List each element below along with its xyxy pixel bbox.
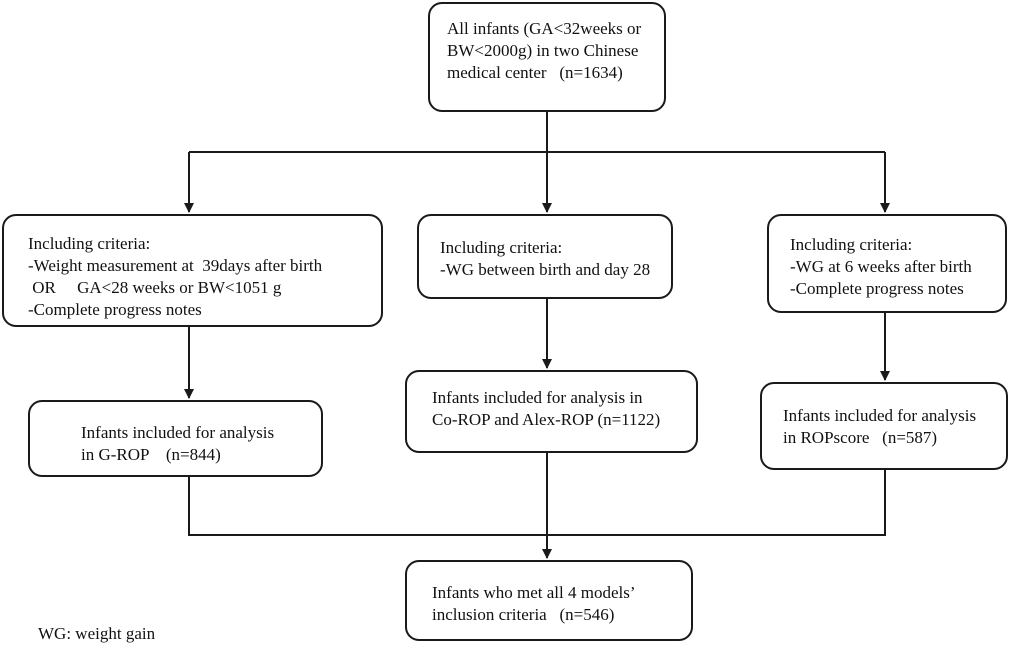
result-left-line: in G-ROP (n=844): [81, 445, 221, 464]
criteria-left-line: Including criteria:: [28, 234, 151, 253]
criteria-middle-line: -WG between birth and day 28: [440, 260, 651, 279]
criteria-left-line: OR GA<28 weeks or BW<1051 g: [28, 278, 282, 297]
top-box-line: BW<2000g) in two Chinese: [447, 41, 639, 60]
result-middle-line: Co-ROP and Alex-ROP (n=1122): [432, 410, 661, 429]
merge-line: [188, 470, 886, 536]
criteria-middle-box: Including criteria: -WG between birth an…: [417, 214, 673, 299]
top-box: All infants (GA<32weeks or BW<2000g) in …: [428, 2, 666, 112]
result-right-line: in ROPscore (n=587): [783, 428, 938, 447]
criteria-left-line: -Complete progress notes: [28, 300, 202, 319]
final-box: Infants who met all 4 models’ inclusion …: [405, 560, 693, 641]
footnote: WG: weight gain: [38, 624, 156, 643]
result-left-line: Infants included for analysis: [81, 423, 275, 442]
result-left-box: Infants included for analysis in G-ROP (…: [28, 400, 323, 477]
top-box-line: All infants (GA<32weeks or: [447, 19, 642, 38]
result-middle-box: Infants included for analysis in Co-ROP …: [405, 370, 698, 453]
final-line: inclusion criteria (n=546): [432, 605, 615, 624]
final-line: Infants who met all 4 models’: [432, 583, 636, 602]
top-box-line: medical center (n=1634): [447, 63, 623, 82]
criteria-right-box: Including criteria: -WG at 6 weeks after…: [767, 214, 1007, 313]
criteria-left-box: Including criteria: -Weight measurement …: [2, 214, 383, 327]
result-right-box: Infants included for analysis in ROPscor…: [760, 382, 1008, 470]
criteria-right-line: Including criteria:: [790, 235, 913, 254]
result-right-line: Infants included for analysis: [783, 406, 977, 425]
criteria-left-line: -Weight measurement at 39days after birt…: [28, 256, 323, 275]
result-middle-line: Infants included for analysis in: [432, 388, 643, 407]
criteria-middle-line: Including criteria:: [440, 238, 563, 257]
criteria-right-line: -WG at 6 weeks after birth: [790, 257, 972, 276]
criteria-right-line: -Complete progress notes: [790, 279, 964, 298]
